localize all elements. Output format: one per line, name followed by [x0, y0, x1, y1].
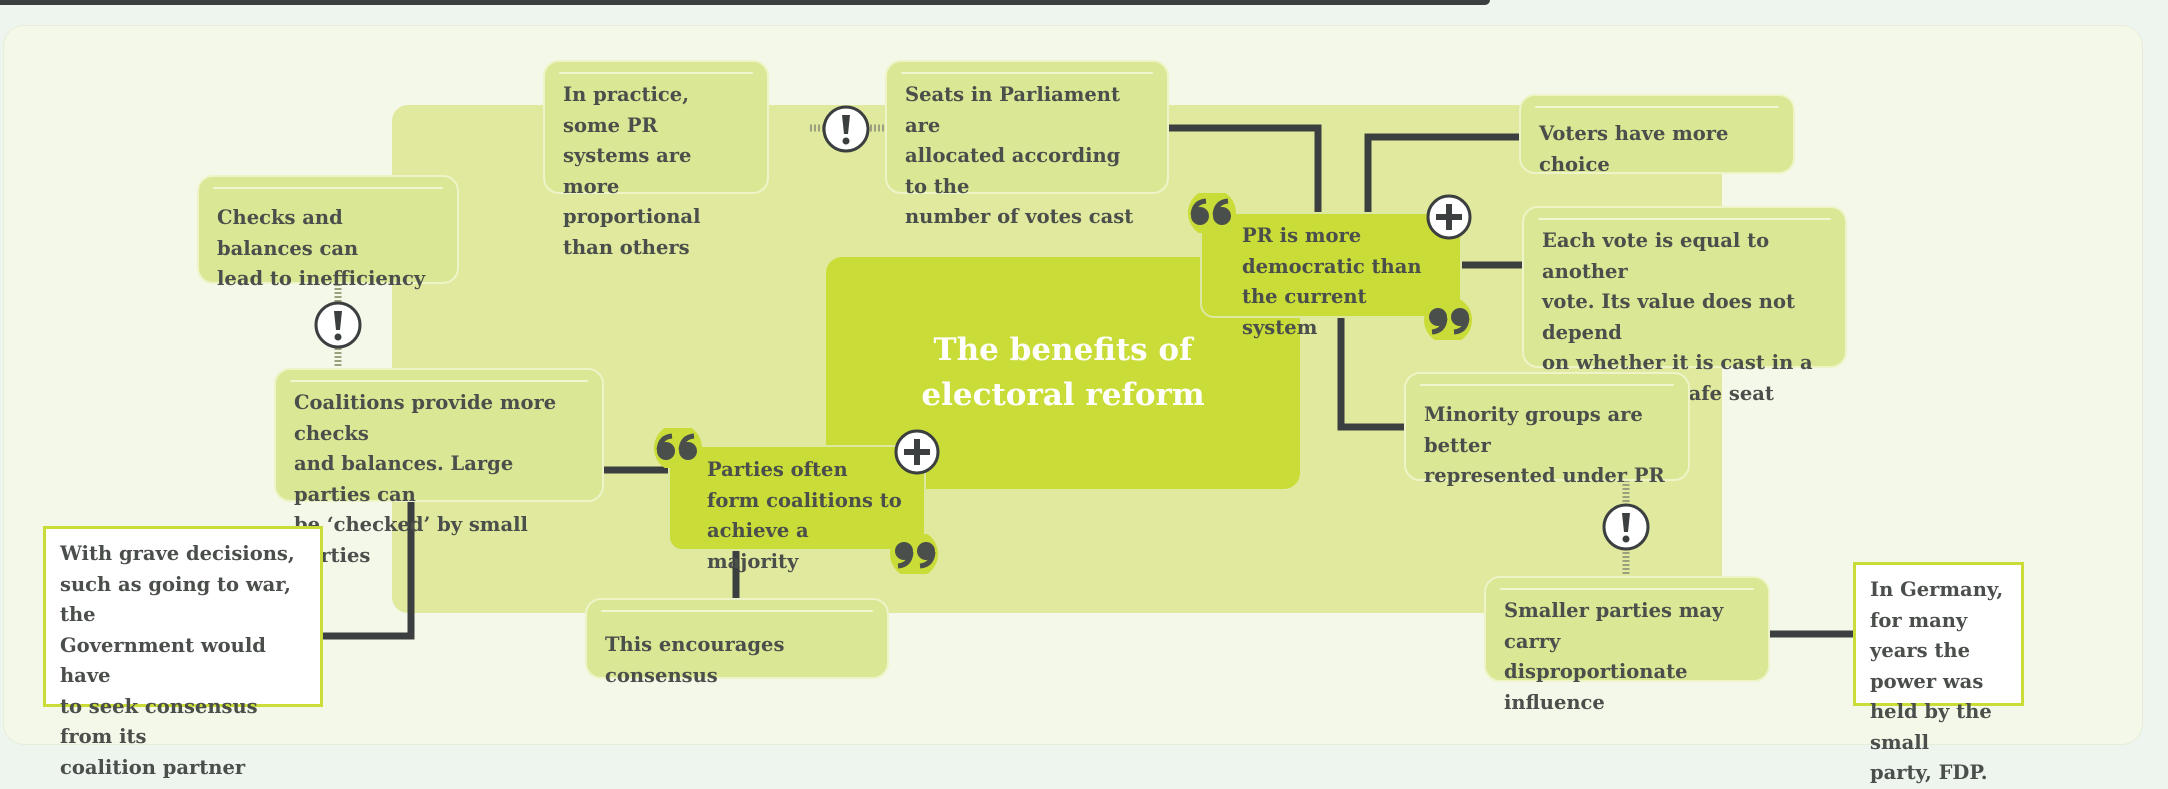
- open-quote-icon: [654, 428, 702, 468]
- top-bar: [0, 0, 1490, 5]
- point-voters-choice: Voters have more choice: [1519, 94, 1795, 176]
- point-seats: Seats in Parliament are allocated accord…: [885, 60, 1169, 228]
- pro-card-democratic: PR is more democratic than the current s…: [1200, 212, 1462, 339]
- pro-card-coalitions: Parties often form coalitions to achieve…: [668, 445, 926, 573]
- open-quote-icon: [1188, 193, 1236, 233]
- example-germany: In Germany, for many years the power was…: [1853, 562, 2024, 784]
- central-title: The benefits of electoral reform: [921, 332, 1205, 413]
- point-in-practice: In practice, some PR systems are more pr…: [543, 60, 769, 259]
- pro-card-text: Parties often form coalitions to achieve…: [707, 458, 902, 573]
- example-grave-decisions: With grave decisions, such as going to w…: [43, 526, 323, 779]
- point-consensus: This encourages consensus: [585, 598, 889, 687]
- point-minority: Minority groups are better represented u…: [1404, 372, 1690, 487]
- plus-icon: [894, 429, 940, 475]
- close-quote-icon: [1424, 300, 1472, 340]
- plus-icon: [1426, 194, 1472, 240]
- exclamation-icon: [1602, 503, 1650, 551]
- exclamation-icon: [822, 105, 870, 153]
- point-each-vote: Each vote is equal to another vote. Its …: [1522, 206, 1847, 405]
- exclamation-icon: [314, 301, 362, 349]
- point-checks-inefficiency: Checks and balances can lead to ineffici…: [197, 175, 459, 290]
- point-coalitions-checks: Coalitions provide more checks and balan…: [274, 368, 604, 567]
- close-quote-icon: [890, 534, 938, 574]
- pro-card-text: PR is more democratic than the current s…: [1242, 224, 1422, 339]
- point-smaller-parties: Smaller parties may carry disproportiona…: [1484, 576, 1770, 714]
